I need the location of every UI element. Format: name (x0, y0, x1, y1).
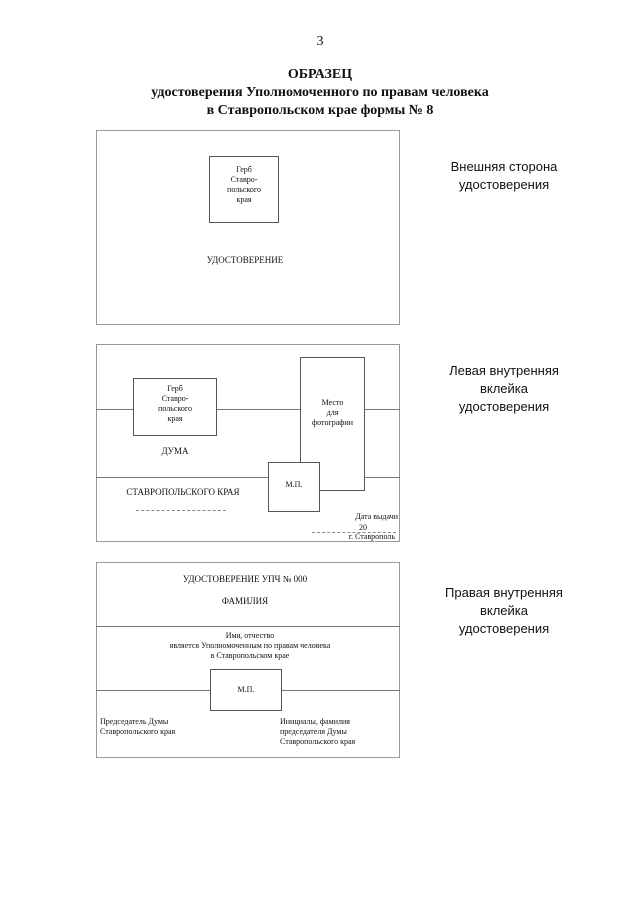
issue-date-year: 20 (359, 523, 367, 532)
caption-line: удостоверения (458, 399, 550, 414)
document-subtitle-line2: в Ставропольском крае формы № 8 (206, 103, 434, 118)
left-coat-of-arms: Герб Ставро- польского края (133, 378, 217, 436)
seal-label: М.П. (285, 480, 303, 489)
holder-text-line: является Уполномоченным по правам челове… (169, 641, 331, 650)
page-number: 3 (316, 34, 324, 49)
coat-of-arms-line: края (236, 195, 252, 204)
chairman-line: Председатель Думы (100, 717, 169, 726)
caption-line: удостоверения (458, 621, 550, 636)
left-inner-caption: Левая внутренняя вклейка удостоверения (424, 362, 584, 416)
coat-of-arms-line: польского (227, 185, 261, 194)
chairman-left: Председатель Думы Ставропольского края (100, 717, 210, 737)
chairman-line: Инициалы, фамилия (280, 717, 350, 726)
coat-of-arms-line: Ставро- (161, 394, 189, 403)
caption-line: вклейка (479, 603, 529, 618)
divider-line (96, 477, 400, 478)
photo-place-line: фотографии (311, 418, 354, 427)
divider-line (96, 626, 400, 627)
surname-label: ФАМИЛИЯ (221, 596, 269, 606)
caption-line: вклейка (479, 381, 529, 396)
date-line (312, 532, 396, 533)
coat-of-arms-line: края (167, 414, 183, 423)
chairman-line: председателя Думы (280, 727, 347, 736)
city-label: г. Ставрополь (348, 532, 395, 541)
left-inner-frame (96, 344, 400, 542)
right-inner-caption: Правая внутренняя вклейка удостоверения (424, 584, 584, 638)
chairman-line: Ставропольского края (280, 737, 356, 746)
photo-place-line: Место (321, 398, 344, 407)
chairman-line: Ставропольского края (100, 727, 176, 736)
right-inner-frame (96, 562, 400, 758)
signature-line (136, 510, 226, 511)
certificate-number: УДОСТОВЕРЕНИЕ УПЧ № 000 (182, 574, 308, 584)
outer-side-caption: Внешняя сторона удостоверения (424, 158, 584, 194)
divider-line (96, 409, 400, 410)
caption-line: Внешняя сторона (450, 159, 558, 174)
coat-of-arms-line: Ставро- (230, 175, 258, 184)
duma-label: ДУМА (161, 446, 189, 456)
caption-line: удостоверения (458, 177, 550, 192)
outer-side-frame (96, 130, 400, 325)
caption-line: Левая внутренняя (449, 363, 559, 378)
stavropol-region-label: СТАВРОПОЛЬСКОГО КРАЯ (126, 487, 240, 497)
holder-text-line: Имя, отчество (225, 631, 275, 640)
seal-label: М.П. (237, 685, 255, 694)
outer-coat-of-arms: Герб Ставро- польского края (209, 156, 279, 223)
seal-box: М.П. (210, 669, 282, 711)
coat-of-arms-line: Герб (236, 165, 252, 174)
document-title: ОБРАЗЕЦ (287, 67, 353, 82)
photo-place-line: для (326, 408, 339, 417)
coat-of-arms-line: Герб (167, 384, 183, 393)
issue-date-label: Дата выдачи (355, 512, 398, 521)
outer-certificate-label: УДОСТОВЕРЕНИЕ (206, 255, 284, 265)
caption-line: Правая внутренняя (445, 585, 563, 600)
chairman-right: Инициалы, фамилия председателя Думы Став… (280, 717, 390, 747)
seal-box: М.П. (268, 462, 320, 512)
coat-of-arms-line: польского (158, 404, 192, 413)
holder-text-line: в Ставропольском крае (210, 651, 290, 660)
document-subtitle-line1: удостоверения Уполномоченного по правам … (151, 85, 489, 100)
holder-text: Имя, отчество является Уполномоченным по… (150, 631, 350, 661)
